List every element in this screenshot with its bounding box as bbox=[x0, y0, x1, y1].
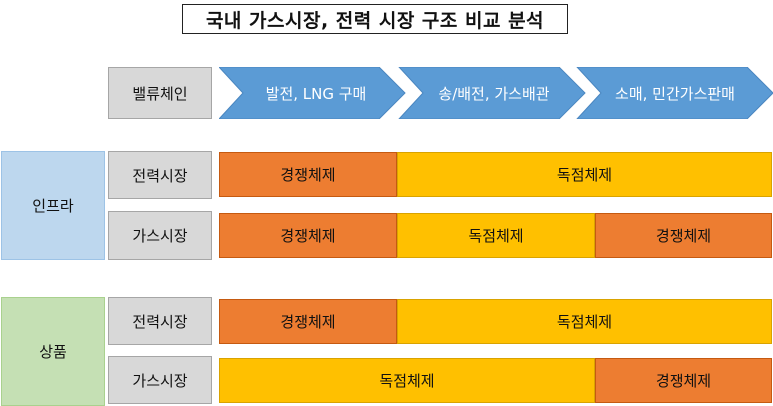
market-label-infra-gas: 가스시장 bbox=[108, 211, 212, 260]
segment-product-gas-1: 독점체제 bbox=[219, 358, 595, 403]
value-chain-label: 밸류체인 bbox=[108, 67, 212, 119]
market-label-product-gas: 가스시장 bbox=[108, 356, 212, 404]
group-label-infra: 인프라 bbox=[1, 151, 105, 260]
chevron-stage-1 bbox=[219, 67, 406, 119]
group-label-product: 상품 bbox=[1, 297, 105, 406]
chevron-label-3: 소매, 민간가스판매 bbox=[615, 84, 735, 103]
chevron-label-1: 발전, LNG 구매 bbox=[265, 84, 367, 103]
diagram-title: 국내 가스시장, 전력 시장 구조 비교 분석 bbox=[182, 4, 568, 34]
segment-infra-gas-2: 독점체제 bbox=[397, 213, 595, 258]
segment-infra-gas-1: 경쟁체제 bbox=[219, 213, 397, 258]
segment-product-power-1: 경쟁체제 bbox=[219, 299, 397, 344]
chevron-label-2: 송/배전, 가스배관 bbox=[438, 84, 550, 103]
market-label-infra-power: 전력시장 bbox=[108, 151, 212, 199]
segment-infra-power-1: 경쟁체제 bbox=[219, 152, 397, 197]
segment-product-power-2: 독점체제 bbox=[397, 299, 772, 344]
segment-product-gas-2: 경쟁체제 bbox=[595, 358, 772, 403]
market-label-product-power: 전력시장 bbox=[108, 297, 212, 345]
value-chain-arrows-graphic bbox=[219, 67, 773, 119]
chevron-stage-3 bbox=[576, 67, 773, 119]
value-chain-arrows: 발전, LNG 구매 송/배전, 가스배관 소매, 민간가스판매 bbox=[219, 67, 773, 119]
segment-infra-gas-3: 경쟁체제 bbox=[595, 213, 772, 258]
segment-infra-power-2: 독점체제 bbox=[397, 152, 772, 197]
chevron-stage-2 bbox=[398, 67, 586, 119]
